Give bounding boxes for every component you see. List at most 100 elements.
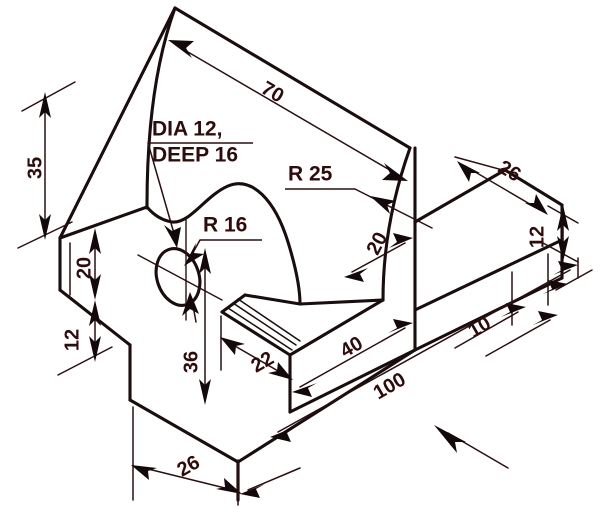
arrow-20l-down	[89, 274, 101, 300]
part-geometry	[58, 6, 564, 502]
arrow-12r-up	[557, 205, 569, 231]
dimension-20-right: 20	[344, 229, 413, 282]
arrow-26r-left	[457, 161, 480, 182]
dim-line-26b	[139, 466, 234, 491]
arrow-40-left	[292, 383, 317, 397]
arrow-10-right	[501, 303, 526, 317]
dim-label-10: 10	[465, 312, 495, 342]
ext-line-12r-bottom	[542, 242, 579, 263]
arrow-12l-down	[89, 336, 101, 362]
dim-line-26r	[464, 165, 541, 211]
right-base-front-edge	[413, 276, 564, 352]
arrow-12r-down	[557, 236, 569, 262]
dim-label-26r: 26	[494, 156, 524, 186]
note-line-1: DIA 12,	[152, 118, 222, 141]
arrow-26b-far-right	[240, 484, 265, 498]
dim-label-70: 70	[257, 77, 287, 107]
arrow-10-upper-right	[543, 280, 568, 294]
arrow-26b-right	[216, 478, 242, 494]
saddle-arc	[145, 182, 302, 306]
arrow-20r-left	[344, 268, 368, 282]
front-curved-face-left	[145, 6, 177, 207]
note-leader-arrow	[164, 225, 181, 248]
pocket-right-wall	[298, 298, 385, 306]
note-dia-12-deep-16: DIA 12, DEEP 16	[147, 118, 253, 248]
arrow-20l-up	[89, 228, 101, 254]
dimension-r16: R 16	[182, 214, 262, 323]
view-arrow-head	[434, 425, 466, 453]
dim-line-70	[175, 44, 401, 177]
dim-line-10-second	[485, 319, 551, 357]
view-direction-arrow	[434, 425, 509, 469]
pocket-floor-left	[220, 310, 292, 357]
bottom-long-front-edge	[236, 348, 417, 464]
hole-centerline-iso	[137, 254, 223, 301]
r25-leader	[354, 188, 433, 229]
ext-line-12l-bottom	[57, 346, 113, 376]
arrow-40-right	[388, 319, 413, 333]
dim-line-10	[454, 311, 519, 349]
front-curved-face-right	[381, 146, 412, 302]
arrow-22-right	[268, 362, 293, 380]
base-top-left-ledge	[58, 205, 149, 240]
top-apex-ridge	[173, 6, 412, 150]
note-line-2: DEEP 16	[152, 144, 238, 167]
arrow-100-left	[270, 427, 295, 442]
dimension-100: 100	[270, 257, 579, 442]
dim-line-26b-right-tick	[247, 467, 301, 491]
dim-label-20l: 20	[73, 257, 95, 279]
arrow-10-second	[533, 311, 558, 325]
r16-arrow-lower	[182, 292, 199, 316]
arrow-22-left	[220, 337, 245, 355]
mid-right-top-edge	[413, 168, 507, 224]
dim-label-36: 36	[180, 351, 202, 373]
arrow-100-right	[553, 261, 578, 275]
pocket-wall-line-1	[227, 307, 293, 351]
arrow-36-down	[199, 379, 211, 405]
arrow-35-up	[39, 92, 51, 118]
pocket-wall-line-3	[237, 298, 301, 342]
r25-arrow	[370, 196, 396, 214]
bottom-long-rear-edge	[288, 348, 417, 414]
dimension-10: 10	[454, 253, 593, 357]
pocket-wall-line-2	[232, 302, 297, 346]
arrow-26b-left	[131, 465, 157, 480]
dim-label-12l: 12	[61, 329, 83, 351]
arrow-20r-right	[389, 233, 413, 248]
ext-line-26r	[454, 156, 511, 173]
dim-label-12r: 12	[526, 226, 548, 248]
bottom-front-left-edge	[128, 398, 240, 464]
rear-right-top-edge	[503, 168, 564, 207]
arrow-70-left	[168, 40, 194, 58]
dim-line-40	[299, 327, 406, 388]
pocket-back-edge	[243, 293, 302, 306]
dim-label-35: 35	[24, 157, 46, 179]
note-leader	[147, 142, 176, 238]
pocket-floor-right	[288, 298, 385, 357]
dim-label-40: 40	[337, 332, 367, 362]
r16-arrow	[184, 243, 204, 266]
dimension-26-bottom: 26	[131, 406, 301, 506]
arrow-26r-right	[525, 194, 548, 215]
dimension-12-right: 12	[526, 205, 579, 263]
arrow-12l-up	[89, 300, 101, 326]
dimension-35: 35	[17, 81, 76, 249]
arrow-70-right	[382, 163, 408, 181]
right-base-top	[413, 238, 564, 312]
dimension-70: 70	[168, 40, 408, 181]
dimension-r25: R 25	[285, 163, 433, 229]
dimension-20-left: 20	[69, 228, 101, 300]
top-left-slope	[58, 6, 177, 240]
dimension-26-right: 26	[454, 156, 548, 215]
arrow-35-down	[39, 214, 51, 240]
r25-text: R 25	[288, 163, 333, 186]
arrow-36-up	[199, 248, 211, 274]
dim-line-20r	[351, 242, 406, 273]
dim-line-100	[277, 269, 571, 433]
r16-text: R 16	[203, 214, 247, 237]
dimension-12-left: 12	[57, 300, 113, 376]
dimension-36: 36	[180, 248, 211, 405]
dimension-22: 22	[220, 315, 293, 380]
